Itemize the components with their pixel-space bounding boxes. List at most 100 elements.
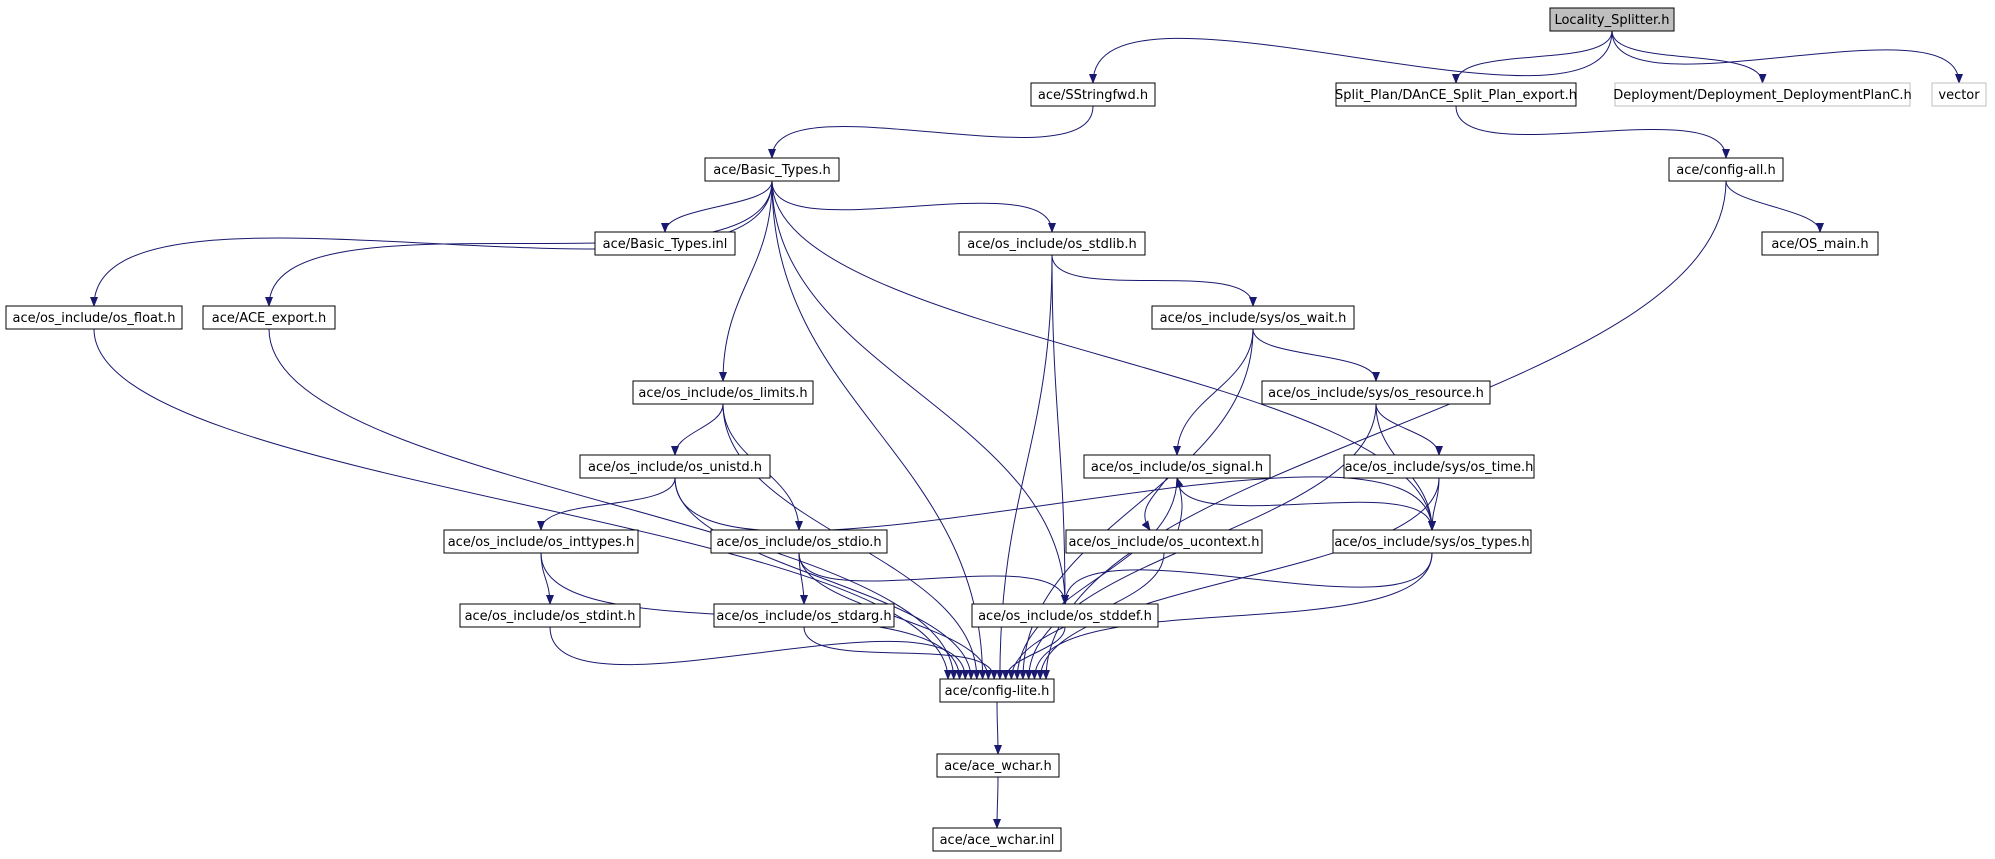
node-box <box>932 827 1062 852</box>
graph-node: Deployment/Deployment_DeploymentPlanC.h <box>1613 82 1912 107</box>
edge-n0-to-n2 <box>1452 30 1613 84</box>
node-box <box>1761 231 1879 256</box>
graph-node[interactable]: Split_Plan/DAnCE_Split_Plan_export.h <box>1335 82 1577 107</box>
edge-n0-to-n3 <box>1611 30 1767 84</box>
node-box <box>1065 529 1263 554</box>
node-label: ace/ACE_export.h <box>212 311 326 326</box>
edge-n13-to-n15 <box>671 403 724 456</box>
edge-n26-to-n27 <box>993 776 1002 829</box>
edge-n12-to-n16 <box>1173 328 1254 456</box>
edge-n2-to-n6 <box>1455 105 1730 159</box>
graph-node[interactable]: ace/os_include/os_stddef.h <box>971 603 1159 628</box>
node-box <box>443 529 639 554</box>
node-box <box>710 529 888 554</box>
node-box <box>1668 157 1784 182</box>
node-label: ace/Basic_Types.h <box>713 163 830 178</box>
edge-n0-to-n1 <box>1089 30 1613 84</box>
node-box <box>1931 82 1987 107</box>
node-box <box>713 603 895 628</box>
node-label: Split_Plan/DAnCE_Split_Plan_export.h <box>1335 88 1577 103</box>
edge-n21-to-n25 <box>1030 552 1433 680</box>
node-box <box>594 231 736 256</box>
edge-n5-to-n7 <box>661 180 773 233</box>
graph-node[interactable]: ace/config-all.h <box>1668 157 1784 182</box>
graph-node[interactable]: ace/os_include/os_float.h <box>5 305 183 330</box>
node-label: ace/ace_wchar.h <box>944 759 1052 774</box>
graph-node[interactable]: ace/os_include/os_stdio.h <box>710 529 888 554</box>
edge-n24-to-n25 <box>1001 626 1066 680</box>
node-label: ace/os_include/os_inttypes.h <box>448 535 635 550</box>
edge-n19-to-n24 <box>798 552 1069 605</box>
node-label: ace/os_include/sys/os_resource.h <box>1268 386 1484 401</box>
node-box <box>632 380 814 405</box>
node-label: ace/config-lite.h <box>945 684 1050 699</box>
edge-n23-to-n25 <box>803 626 999 680</box>
edge-n5-to-n24 <box>771 180 1069 605</box>
edge-n5-to-n25 <box>771 180 987 680</box>
graph-node[interactable]: Locality_Splitter.h <box>1549 7 1675 32</box>
node-box <box>1549 7 1675 32</box>
node-label: ace/os_include/os_stddef.h <box>978 609 1152 624</box>
edge-n5-to-n13 <box>719 180 773 382</box>
edge-n5-to-n11 <box>265 180 773 307</box>
graph-node[interactable]: ace/SStringfwd.h <box>1030 82 1156 107</box>
graph-node[interactable]: ace/os_include/os_limits.h <box>632 380 814 405</box>
node-label: ace/OS_main.h <box>1771 237 1868 252</box>
graph-node[interactable]: ace/os_include/sys/os_time.h <box>1343 454 1535 479</box>
graph-node[interactable]: ace/os_include/os_inttypes.h <box>443 529 639 554</box>
edge-n5-to-n10 <box>90 180 773 307</box>
node-layer: Locality_Splitter.h ace/SStringfwd.h Split… <box>5 7 1987 852</box>
graph-node[interactable]: ace/os_include/os_stdarg.h <box>713 603 895 628</box>
node-box <box>1151 305 1355 330</box>
node-label: ace/os_include/os_stdarg.h <box>716 609 891 624</box>
edge-n10-to-n25 <box>93 328 952 680</box>
edge-n16-to-n25 <box>1013 477 1178 680</box>
edge-n6-to-n25 <box>1042 180 1727 680</box>
edge-n16-to-n20 <box>1141 477 1168 531</box>
graph-node[interactable]: ace/os_include/os_ucontext.h <box>1065 529 1263 554</box>
graph-node[interactable]: ace/os_include/os_stdint.h <box>459 603 641 628</box>
graph-node[interactable]: ace/os_include/sys/os_types.h <box>1332 529 1532 554</box>
graph-node[interactable]: ace/Basic_Types.inl <box>594 231 736 256</box>
node-box <box>1030 82 1156 107</box>
graph-node[interactable]: ace/config-lite.h <box>939 678 1055 703</box>
node-label: vector <box>1938 88 1980 103</box>
node-label: ace/os_include/os_signal.h <box>1091 460 1263 475</box>
graph-node[interactable]: ace/os_include/os_unistd.h <box>579 454 771 479</box>
edge-n14-to-n17 <box>1375 403 1443 456</box>
edge-n15-to-n18 <box>537 477 676 531</box>
graph-node[interactable]: ace/os_include/os_stdlib.h <box>958 231 1146 256</box>
node-box <box>704 157 840 182</box>
edge-n21-to-n24 <box>1061 552 1433 605</box>
graph-node[interactable]: ace/OS_main.h <box>1761 231 1879 256</box>
graph-node[interactable]: ace/Basic_Types.h <box>704 157 840 182</box>
node-box <box>1083 454 1271 479</box>
graph-node[interactable]: ace/os_include/sys/os_resource.h <box>1261 380 1491 405</box>
node-box <box>579 454 771 479</box>
edge-layer <box>90 30 1963 829</box>
node-box <box>202 305 336 330</box>
graph-node[interactable]: ace/ace_wchar.h <box>936 753 1060 778</box>
node-box <box>1343 454 1535 479</box>
graph-node[interactable]: ace/ace_wchar.inl <box>932 827 1062 852</box>
edge-n17-to-n25 <box>1036 477 1440 680</box>
node-label: ace/os_include/os_stdint.h <box>465 609 636 624</box>
graph-node[interactable]: ace/ACE_export.h <box>202 305 336 330</box>
node-label: Locality_Splitter.h <box>1554 13 1669 28</box>
edge-n16-to-n21 <box>1176 477 1436 531</box>
node-label: ace/os_include/os_float.h <box>12 311 175 326</box>
node-box <box>936 753 1060 778</box>
edge-n15-to-n25 <box>674 477 976 680</box>
edge-n22-to-n25 <box>549 626 970 680</box>
graph-node[interactable]: ace/os_include/sys/os_wait.h <box>1151 305 1355 330</box>
node-box <box>5 305 183 330</box>
graph-node: vector <box>1931 82 1987 107</box>
edge-n6-to-n9 <box>1725 180 1824 233</box>
edge-n0-to-n4 <box>1611 30 1963 84</box>
node-label: ace/SStringfwd.h <box>1038 88 1148 103</box>
node-label: Deployment/Deployment_DeploymentPlanC.h <box>1613 88 1912 103</box>
node-label: ace/os_include/os_unistd.h <box>588 460 762 475</box>
graph-node[interactable]: ace/os_include/os_signal.h <box>1083 454 1271 479</box>
edge-n5-to-n8 <box>771 180 1056 233</box>
node-label: ace/Basic_Types.inl <box>603 237 728 252</box>
